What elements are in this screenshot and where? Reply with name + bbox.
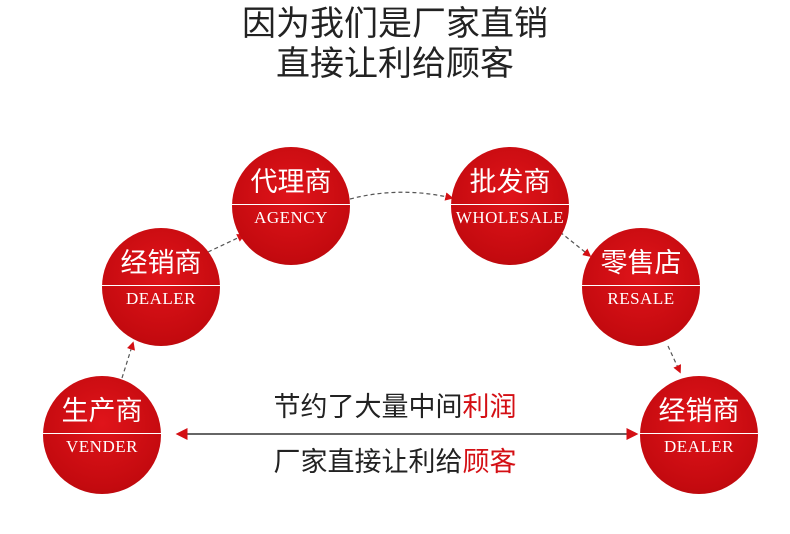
- caption-line-2: 厂家直接让利给顾客: [175, 447, 615, 479]
- node-dealer-right-cn: 经销商: [658, 396, 740, 427]
- node-resale-cn: 零售店: [600, 248, 682, 279]
- node-dealer-left-divider: [102, 285, 220, 286]
- node-wholesale-en: WHOLESALE: [455, 208, 565, 227]
- caption-line-2-highlight: 顾客: [462, 447, 517, 478]
- node-dealer-left-en: DEALER: [125, 289, 197, 308]
- arrow-agency-to-wholesale: [349, 191, 454, 201]
- node-dealer-right-divider: [640, 433, 758, 434]
- node-wholesale-divider: [451, 204, 569, 205]
- node-agency-en: AGENCY: [254, 208, 328, 227]
- node-dealer-left-cn: 经销商: [120, 248, 202, 279]
- node-vender-cn: 生产商: [61, 396, 143, 427]
- headline-line-2: 直接让利给顾客: [276, 44, 514, 84]
- node-resale-en: RESALE: [607, 289, 675, 308]
- node-dealer-left: 经销商 DEALER: [102, 228, 220, 346]
- caption-line-1-plain: 节约了大量中间: [273, 392, 463, 423]
- caption-line-2-plain: 厂家直接让利给: [273, 447, 463, 478]
- node-dealer-right-en: DEALER: [663, 437, 735, 456]
- node-vender-en: VENDER: [66, 437, 138, 456]
- node-wholesale: 批发商 WHOLESALE: [451, 147, 569, 265]
- node-resale: 零售店 RESALE: [582, 228, 700, 346]
- node-wholesale-cn: 批发商: [469, 167, 551, 198]
- arrow-vender-to-dealer: [121, 341, 135, 379]
- node-dealer-right: 经销商 DEALER: [640, 376, 758, 494]
- headline-line-1: 因为我们是厂家直销: [242, 4, 548, 44]
- node-agency-cn: 代理商: [250, 167, 332, 198]
- caption-line-1-highlight: 利润: [462, 392, 517, 423]
- arrow-resale-to-dealer: [667, 345, 681, 374]
- node-agency: 代理商 AGENCY: [232, 147, 350, 265]
- node-vender-divider: [43, 433, 161, 434]
- node-agency-divider: [232, 204, 350, 205]
- node-resale-divider: [582, 285, 700, 286]
- caption-line-1: 节约了大量中间利润: [175, 392, 615, 424]
- node-vender: 生产商 VENDER: [43, 376, 161, 494]
